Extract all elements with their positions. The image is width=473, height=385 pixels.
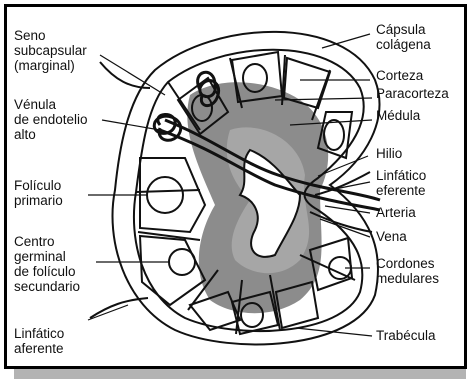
label-linfatico-aferente: Linfático aferente [14, 326, 64, 356]
label-hilio: Hilio [376, 146, 402, 161]
label-venula-endotelio: Vénula de endotelio alto [14, 97, 88, 142]
label-paracorteza: Paracorteza [376, 86, 449, 101]
afferent-lymphatic-top [100, 62, 150, 88]
label-medula: Médula [376, 108, 420, 123]
label-seno-subcapsular: Seno subcapsular (marginal) [14, 28, 87, 73]
label-centro-germinal: Centro germinal de folículo secundario [14, 234, 80, 294]
label-vena: Vena [376, 229, 407, 244]
label-linfatico-eferente: Linfático eferente [376, 168, 426, 198]
label-trabecula: Trabécula [376, 328, 436, 343]
label-arteria: Arteria [376, 205, 416, 220]
label-cordones-medulares: Cordones medulares [376, 256, 439, 286]
label-capsula-colagena: Cápsula colágena [376, 22, 431, 52]
label-corteza: Corteza [376, 68, 423, 83]
label-foliculo-primario: Folículo primario [14, 178, 63, 208]
